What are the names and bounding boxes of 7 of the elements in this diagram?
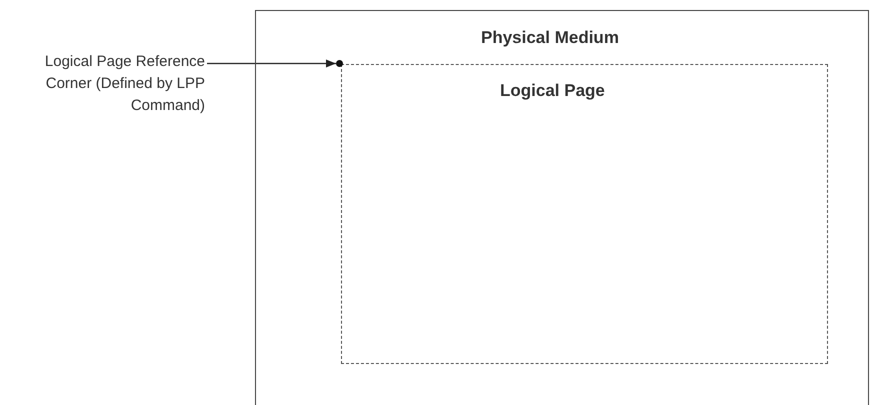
medium-box <box>255 10 869 405</box>
corner-dot <box>336 60 343 67</box>
leader-line <box>207 60 336 68</box>
box-title: Logical Page <box>500 81 605 101</box>
box-title: Physical Medium <box>481 28 619 48</box>
logical-page-box <box>341 64 828 364</box>
callout-text: Logical Page Reference Corner (Defined by LPP Command) <box>30 51 205 151</box>
